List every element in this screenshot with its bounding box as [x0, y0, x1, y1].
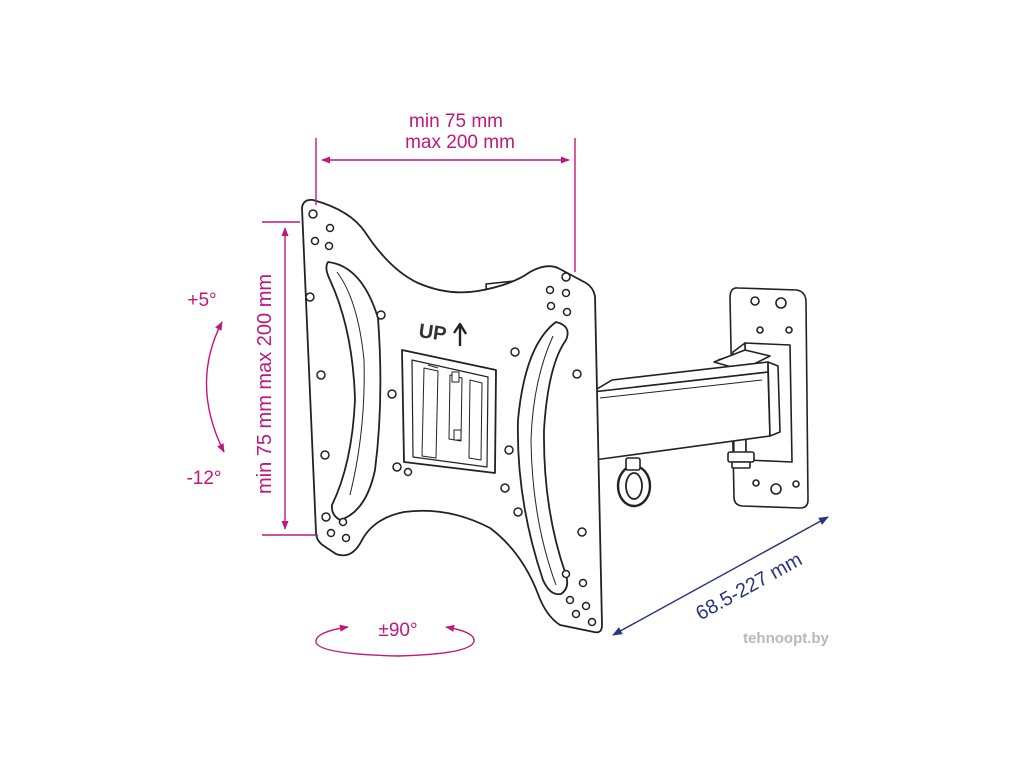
- vertical-dimension-label: min 75 mm max 200 mm: [254, 274, 276, 494]
- wall-plate-hole: [752, 479, 760, 487]
- swivel-arc-right: [397, 624, 475, 657]
- vesa-plate: UP: [301, 199, 603, 634]
- horizontal-max-label: max 200 mm: [405, 132, 515, 153]
- tilt-down-label: -12°: [186, 468, 221, 489]
- depth-dimension-line: [612, 516, 829, 636]
- up-marking: UP: [417, 320, 448, 346]
- wall-plate-hole: [792, 480, 800, 488]
- tilt-up-label: +5°: [187, 290, 216, 311]
- mounting-holes: [305, 209, 597, 627]
- up-arrow-icon: [453, 322, 468, 346]
- watermark: tehnoopt.by: [743, 630, 829, 647]
- wall-plate-hole: [756, 326, 764, 334]
- horizontal-dimension: [315, 138, 576, 272]
- vertical-dimension: [262, 221, 318, 536]
- tilt-arc: [205, 321, 225, 453]
- wall-plate-hole: [775, 297, 787, 309]
- wall-plate-hole: [785, 326, 793, 334]
- swivel-label: ±90°: [378, 620, 417, 641]
- swivel-arc-left: [315, 624, 399, 657]
- wall-plate-hole: [770, 483, 782, 495]
- horizontal-min-label: min 75 mm: [409, 111, 503, 132]
- wall-plate-hole: [750, 296, 760, 306]
